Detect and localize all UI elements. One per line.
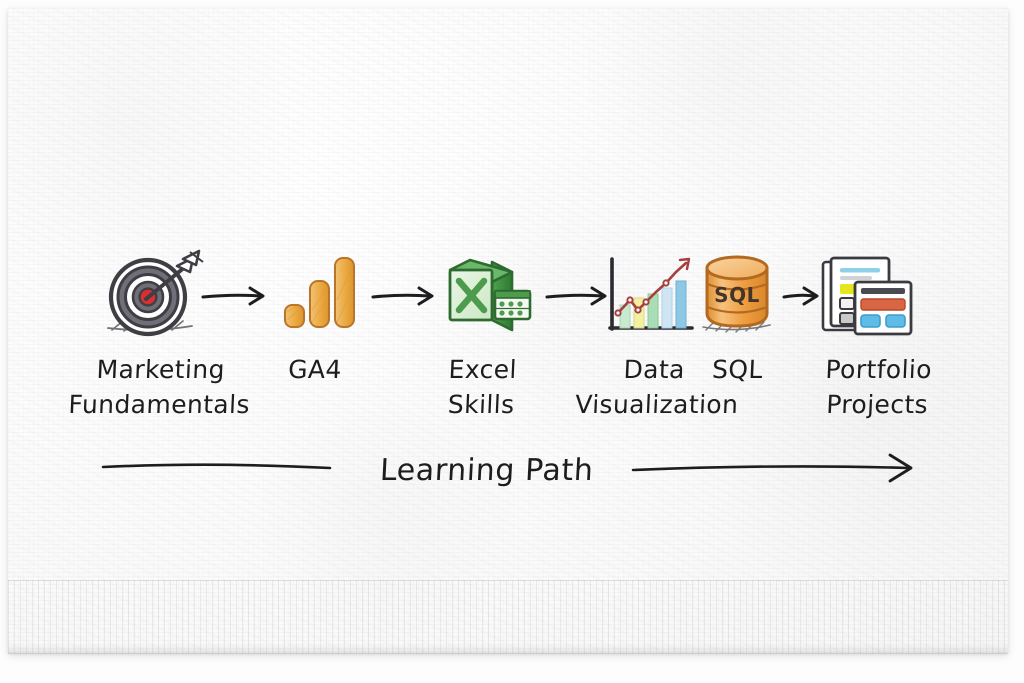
napkin-sheet bbox=[8, 8, 1008, 654]
napkin-hem-band bbox=[8, 580, 1008, 654]
napkin-texture bbox=[8, 8, 1008, 653]
step-label-excel-skills: Excel Skills bbox=[447, 355, 518, 419]
napkin-stains bbox=[8, 8, 1008, 653]
step-label-sql: SQL bbox=[711, 355, 764, 384]
step-label-marketing-fundamentals: Marketing Fundamentals bbox=[67, 355, 251, 419]
step-label-ga4: GA4 bbox=[287, 355, 343, 384]
napkin-hem-shadow bbox=[8, 644, 1008, 654]
step-label-portfolio-projects: Portfolio Projects bbox=[824, 355, 933, 419]
learning-path-caption: Learning Path bbox=[379, 453, 595, 488]
